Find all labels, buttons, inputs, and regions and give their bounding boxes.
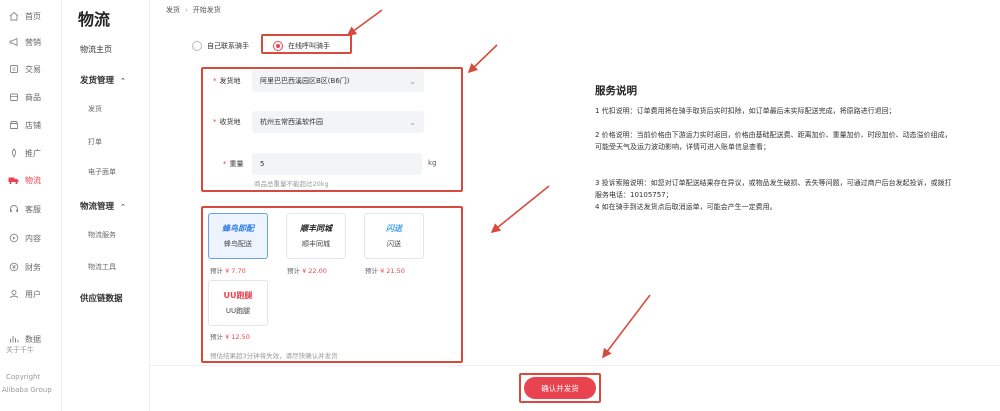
service-item-1: 1 代扣说明：订单费用将在骑手取货后实时扣除，如订单最后未实际配送完成，将原路进… — [595, 107, 896, 115]
arrow-to-confirm — [602, 294, 651, 359]
annotation-box-couriers — [201, 206, 463, 363]
courier-card-shansong[interactable]: 闪送 闪送 — [364, 213, 424, 259]
transaction-icon — [8, 64, 19, 75]
fengniao-logo: 蜂鸟即配 — [222, 224, 254, 233]
annotation-box-form — [201, 67, 463, 192]
main-panel: 发货›开始发货 自己联系骑手 在线呼叫骑手 *发货地 阿里巴巴西溪园区B区(B6… — [150, 0, 1000, 411]
uu-logo: UU跑腿 — [223, 291, 253, 300]
arrow-to-couriers — [490, 185, 550, 234]
footer-divider — [150, 365, 1000, 366]
radio-dot — [192, 41, 202, 51]
sub-nav: 物流 物流主页 发货管理⌃ 发货 打单 电子面单 物流管理⌃ 物流服务 物流工具… — [62, 0, 150, 411]
nav-item-customer-service[interactable]: 客服 — [0, 196, 62, 222]
weight-input[interactable]: 5 — [252, 153, 422, 175]
courier-card-fengniao[interactable]: 蜂鸟即配 蜂鸟配送 — [208, 213, 268, 259]
nav-item-content[interactable]: 内容 — [0, 225, 62, 251]
chevron-down-icon: ⌄ — [409, 76, 416, 86]
chevron-up-icon: ⌃ — [120, 77, 126, 85]
nav-item-marketing[interactable]: 营销 — [0, 29, 62, 55]
sub-nav-item-e-waybill[interactable]: 电子面单 — [88, 168, 116, 176]
breadcrumb-current: 开始发货 — [192, 6, 221, 14]
nav-item-promotion[interactable]: 推广 — [0, 140, 62, 166]
nav-item-home[interactable]: 首页 — [0, 3, 62, 29]
finance-icon — [8, 262, 19, 273]
nav-item-product[interactable]: 商品 — [0, 84, 62, 110]
nav-item-transaction[interactable]: 交易 — [0, 56, 62, 82]
sub-nav-title: 物流 — [78, 10, 111, 29]
courier-price-uu: 预计 ¥ 12.50 — [210, 333, 250, 341]
data-icon — [8, 334, 19, 345]
logistics-icon — [8, 175, 19, 186]
company-text: Alibaba Group — [2, 386, 52, 394]
courier-hint: 预估结果超3分钟将失效，请尽快确认并发货 — [210, 352, 338, 360]
content-icon — [8, 233, 19, 244]
service-item-3: 3 投诉索赔说明：如您对订单配送结果存在异议，或物品发生破损、丢失等问题，可通过… — [595, 179, 952, 199]
copyright-text: Copyright — [6, 373, 41, 381]
to-select[interactable]: 杭州五常西溪软件园⌄ — [252, 111, 424, 133]
courier-card-uu[interactable]: UU跑腿 UU跑腿 — [208, 280, 268, 326]
nav-item-store[interactable]: 店铺 — [0, 112, 62, 138]
from-select[interactable]: 阿里巴巴西溪园区B区(B6门)⌄ — [252, 70, 424, 92]
sub-nav-group-shipping[interactable]: 发货管理⌃ — [80, 76, 126, 86]
radio-dot-checked — [273, 41, 283, 51]
home-icon — [8, 11, 19, 22]
sf-logo: 顺丰同城 — [300, 224, 332, 233]
service-title: 服务说明 — [595, 85, 637, 97]
weight-unit: kg — [428, 159, 437, 167]
courier-price-fengniao: 预计 ¥ 7.70 — [210, 267, 246, 275]
shansong-logo: 闪送 — [386, 224, 402, 233]
nav-item-logistics[interactable]: 物流 — [0, 167, 62, 193]
sub-nav-item-logistics-service[interactable]: 物流服务 — [88, 231, 116, 239]
radio-online-call[interactable]: 在线呼叫骑手 — [267, 38, 336, 54]
about-link[interactable]: 关于千牛 — [6, 346, 34, 354]
arrow-to-mode — [346, 9, 383, 36]
sub-nav-group-logistics-mgmt[interactable]: 物流管理⌃ — [80, 202, 126, 212]
to-label: *收货地 — [213, 118, 241, 126]
chevron-up-icon: ⌃ — [120, 203, 126, 211]
delivery-mode-group: 自己联系骑手 在线呼叫骑手 — [186, 38, 348, 54]
user-icon — [8, 289, 19, 300]
sub-nav-logistics-home[interactable]: 物流主页 — [80, 45, 112, 54]
confirm-ship-button[interactable]: 确认并发货 — [524, 377, 596, 399]
service-item-2: 2 价格说明：当前价格由下游运力实时返回，价格由基础配送费、距离加价、重量加价、… — [595, 131, 952, 151]
arrow-to-form — [467, 44, 498, 74]
radio-self-contact[interactable]: 自己联系骑手 — [186, 38, 255, 54]
annotation-box-mode — [261, 34, 352, 54]
store-icon — [8, 120, 19, 131]
product-icon — [8, 92, 19, 103]
service-item-4: 4 如在骑手到达发货点后取消运单，可能会产生一定费用。 — [595, 203, 777, 211]
courier-price-shansong: 预计 ¥ 21.50 — [365, 267, 405, 275]
sub-nav-item-logistics-tools[interactable]: 物流工具 — [88, 263, 116, 271]
megaphone-icon — [8, 37, 19, 48]
breadcrumb-parent[interactable]: 发货 — [166, 6, 180, 14]
sub-nav-item-print[interactable]: 打单 — [88, 138, 102, 146]
sub-nav-supply-chain[interactable]: 供应链数据 — [80, 294, 123, 304]
courier-card-sf[interactable]: 顺丰同城 顺丰同城 — [286, 213, 346, 259]
weight-label: *重量 — [223, 160, 244, 168]
courier-price-sf: 预计 ¥ 22.00 — [287, 267, 327, 275]
nav-item-finance[interactable]: 财务 — [0, 254, 62, 280]
nav-item-user[interactable]: 用户 — [0, 281, 62, 307]
customer-service-icon — [8, 204, 19, 215]
nav-item-data[interactable]: 数据 — [0, 326, 62, 352]
chevron-down-icon: ⌄ — [409, 117, 416, 127]
sub-nav-item-ship[interactable]: 发货 — [88, 105, 102, 113]
left-nav: 首页 营销 交易 商品 店铺 推广 物流 客服 — [0, 0, 62, 411]
weight-hint: 商品总重量不能超过20kg — [254, 180, 329, 188]
from-label: *发货地 — [213, 77, 241, 85]
promotion-icon — [8, 148, 19, 159]
breadcrumb: 发货›开始发货 — [166, 6, 221, 14]
annotation-box-confirm — [519, 373, 601, 403]
